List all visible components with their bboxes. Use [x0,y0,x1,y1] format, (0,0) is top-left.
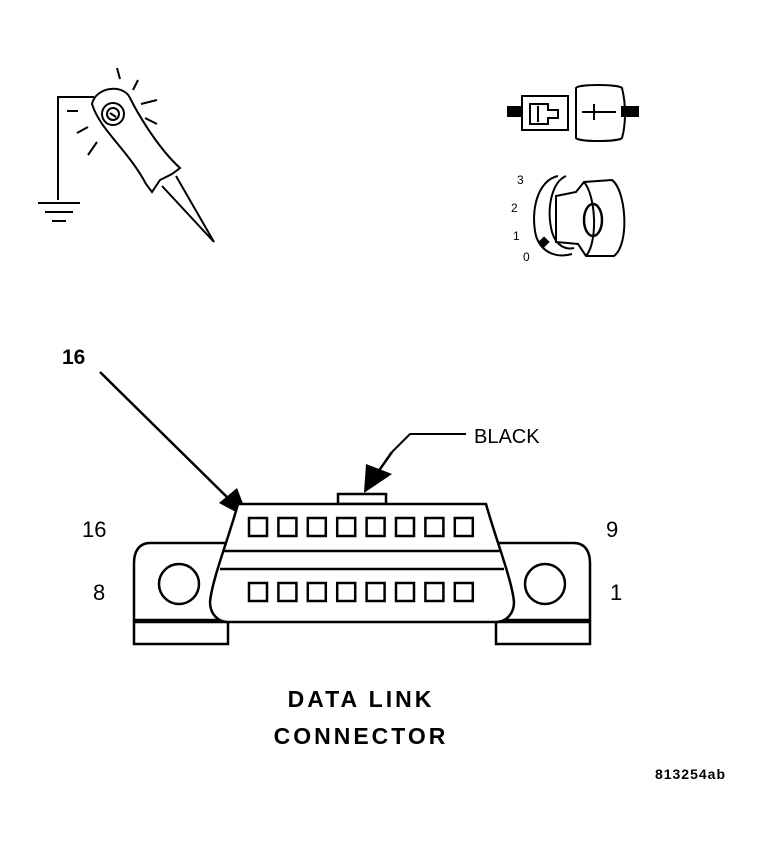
mounting-hole-left [157,562,201,606]
pin-bottom-cavity [277,581,298,603]
ignition-key-icon: 3 2 1 0 [511,173,626,264]
pin-row-top [247,516,475,538]
caption-line-1: DATA LINK [288,686,435,712]
pin-top-cavity [365,516,386,538]
pin-bottom-cavity [247,581,269,603]
callout-arrow [99,371,249,519]
ignition-position-3: 3 [517,173,524,187]
tab-color-label: BLACK [474,426,540,448]
pin-label-16: 16 [82,517,106,542]
pin-bottom-cavity [335,581,357,603]
pin-bottom-cavity [424,581,445,603]
pin-top-cavity [335,516,357,538]
pin-top-cavity [394,516,416,538]
pin-top-cavity [247,516,269,538]
pin-top-cavity [453,516,475,538]
pin-label-1: 1 [610,580,622,605]
pin-row-bottom [247,581,475,603]
pin-label-9: 9 [606,517,618,542]
test-light-icon [38,67,215,243]
pin-bottom-cavity [365,581,386,603]
ignition-position-2: 2 [511,201,518,215]
connector-tab [336,492,388,506]
callout-pin-number: 16 [62,346,85,369]
ignition-position-1: 1 [513,229,520,243]
data-link-connector [132,492,592,646]
caption-line-2: CONNECTOR [274,723,449,749]
pin-label-8: 8 [93,580,105,605]
figure-id: 813254ab [655,766,726,782]
electrical-connector-icon [507,84,639,142]
pin-bottom-cavity [453,581,475,603]
pin-top-cavity [277,516,298,538]
mounting-hole-right [523,562,567,606]
ignition-position-0: 0 [523,250,530,264]
pin-bottom-cavity [306,581,328,603]
pin-top-cavity [424,516,445,538]
pin-bottom-cavity [394,581,416,603]
tab-leader-arrow [364,433,466,493]
pin-top-cavity [306,516,328,538]
